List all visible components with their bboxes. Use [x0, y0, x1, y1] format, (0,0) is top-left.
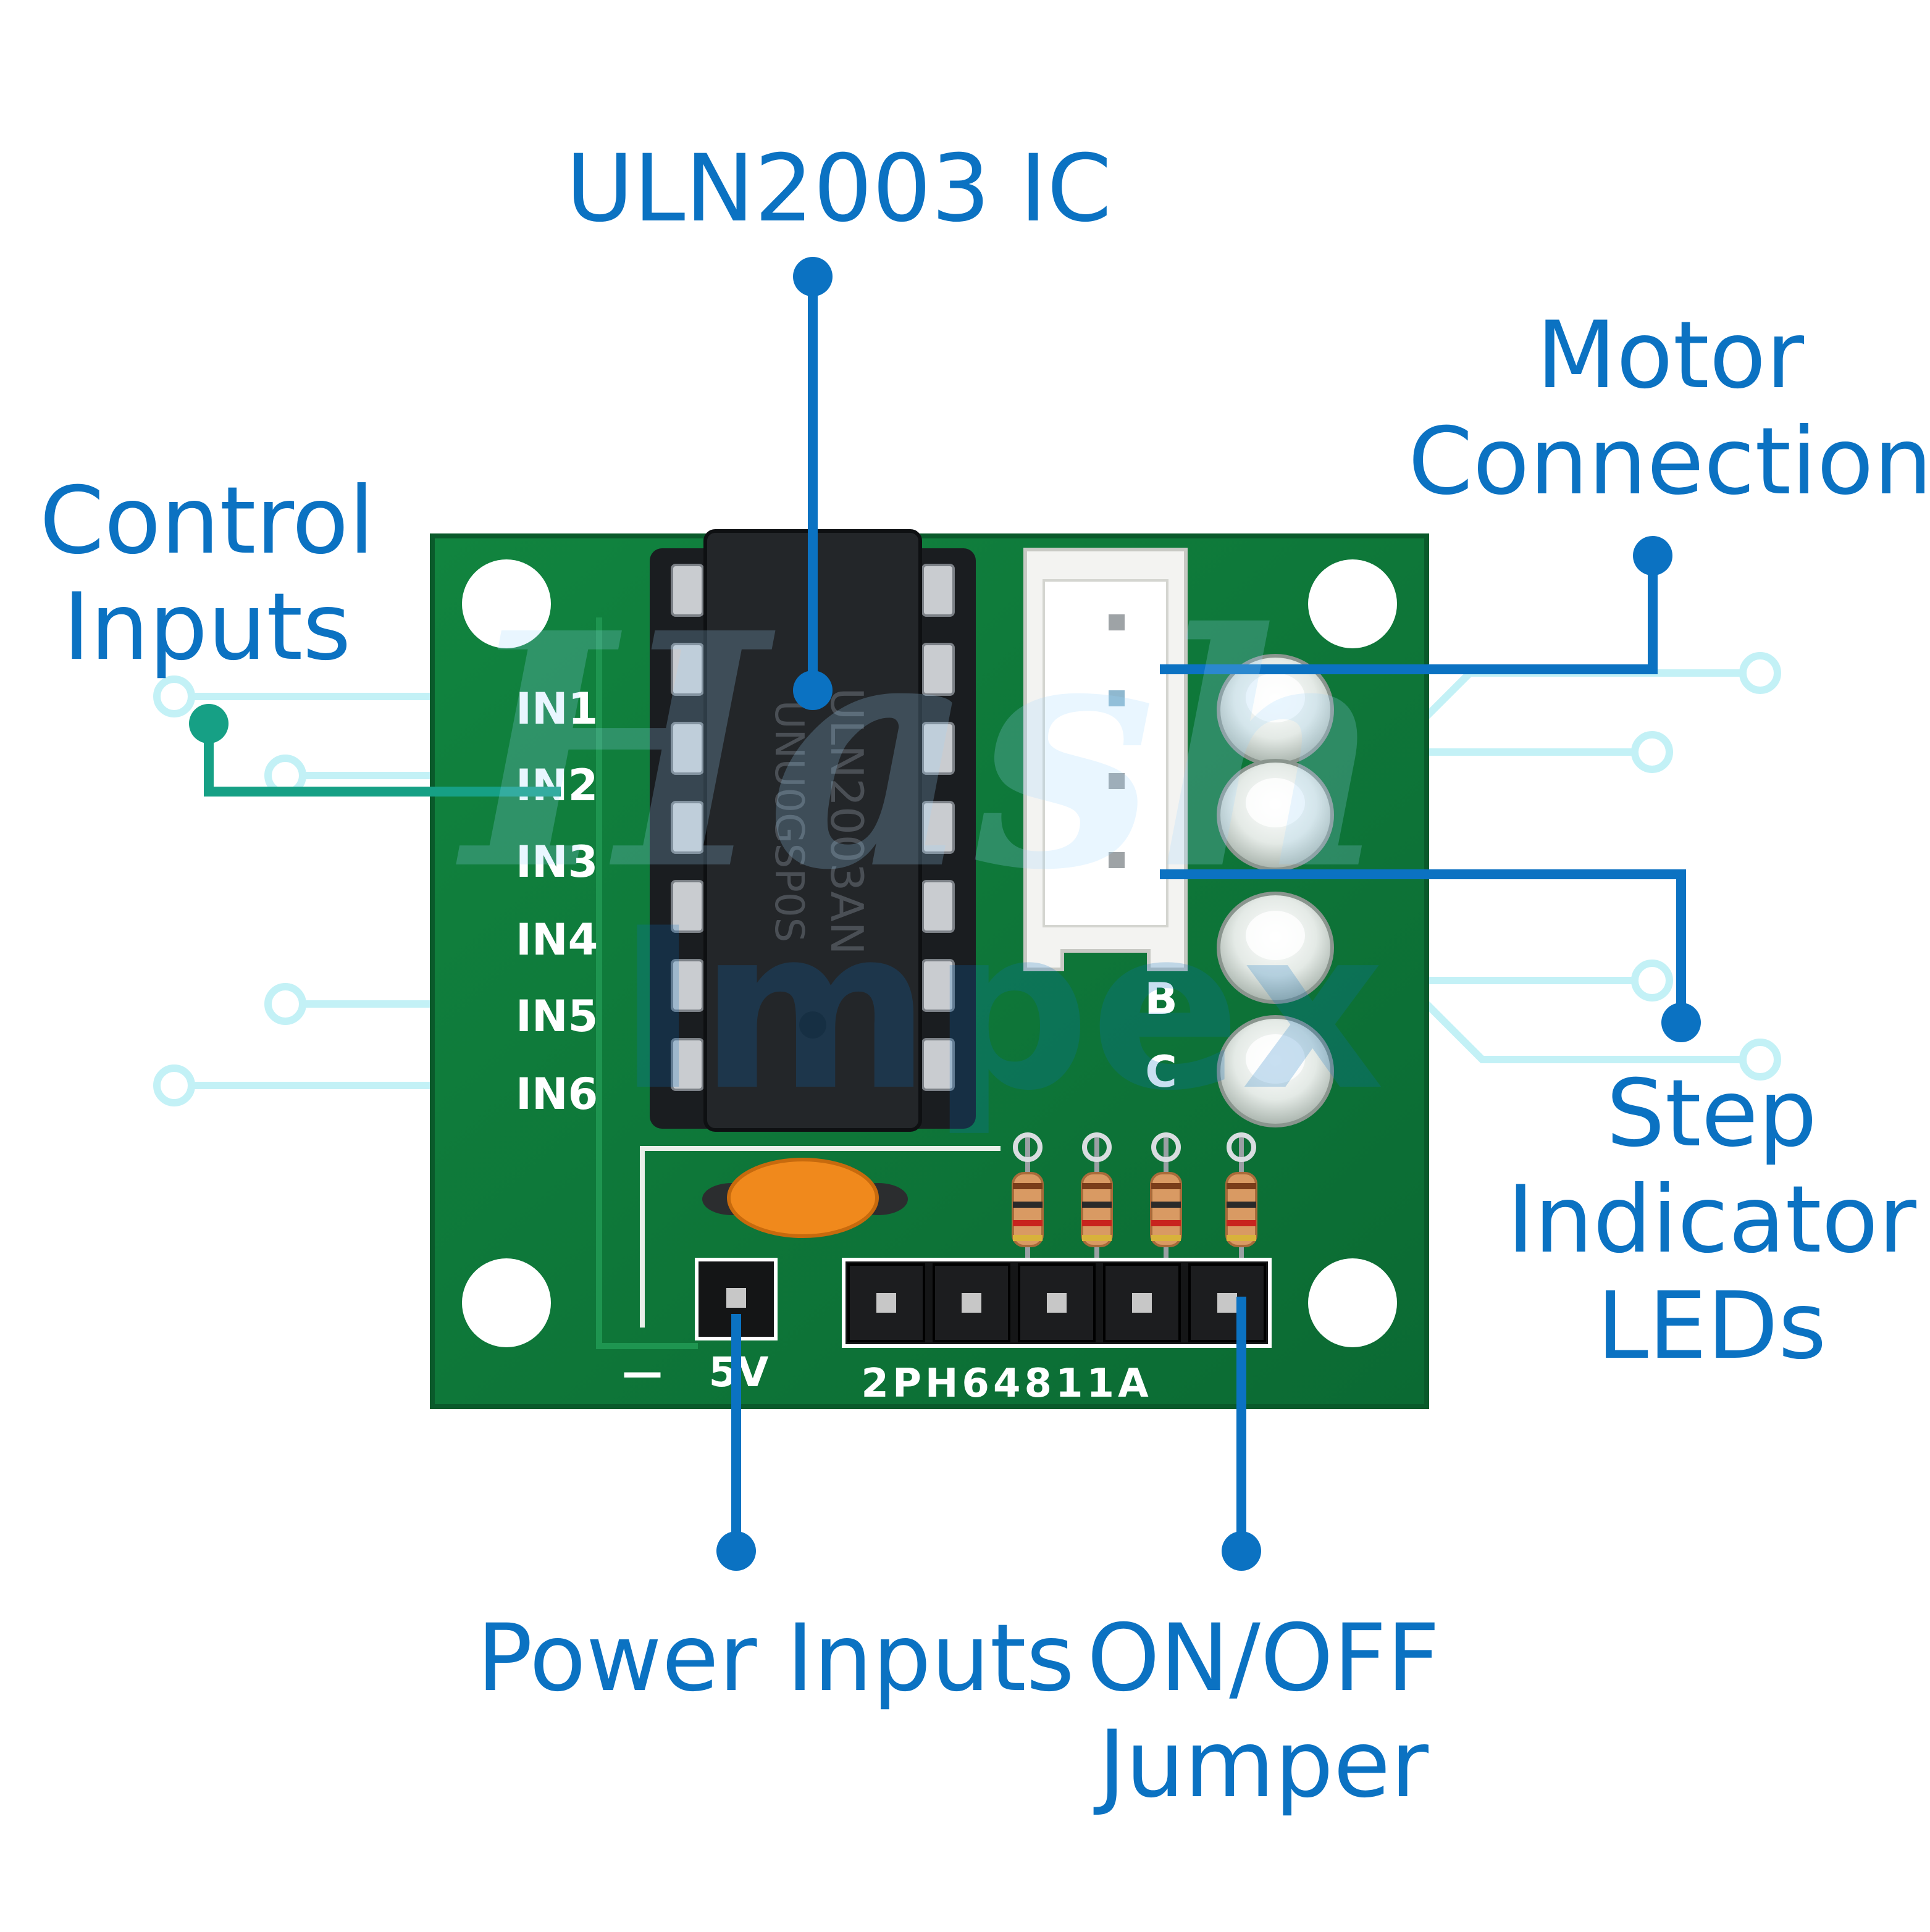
input-pin-labels: IN1 IN2 IN3 IN4 IN5 IN6	[516, 684, 598, 1119]
led-header	[842, 1258, 1272, 1348]
led-label-b: B	[1144, 974, 1177, 1024]
svg-text:Hash: Hash	[453, 563, 1389, 940]
ic-pin	[921, 1038, 955, 1091]
ic-pin	[671, 643, 704, 696]
ic-pin	[671, 880, 704, 933]
mounting-hole	[1308, 559, 1397, 648]
ic-pin	[921, 643, 955, 696]
pin-label-in3: IN3	[516, 837, 598, 887]
resistor	[1012, 1132, 1044, 1284]
ic-pin	[671, 959, 704, 1012]
ic-pin	[671, 801, 704, 854]
led-c	[1217, 892, 1334, 1004]
part-number: 2PH64811A	[861, 1361, 1152, 1407]
pin-label-in1: IN1	[516, 684, 598, 734]
led-d	[1217, 1015, 1334, 1127]
watermark-logo: Hash Impex	[453, 563, 1389, 1139]
led-label-c: C	[1145, 1047, 1177, 1097]
ic-pin	[921, 722, 955, 775]
mounting-hole	[1308, 1258, 1397, 1347]
control-inputs-pointer	[204, 724, 561, 797]
on-off-jumper-label: ON/OFF Jumper	[1087, 1605, 1440, 1818]
power-pin-minus-label: —	[622, 1349, 663, 1396]
ic-pin	[921, 959, 955, 1012]
control-inputs-dot	[189, 704, 229, 743]
pin-label-in5: IN5	[516, 991, 598, 1042]
ic-pin	[671, 1038, 704, 1091]
pin-label-in4: IN4	[516, 914, 598, 965]
motor-connector	[1023, 548, 1188, 971]
callout-pointers	[731, 277, 1686, 1551]
ic-pin	[921, 880, 955, 933]
step-leds	[1217, 654, 1334, 1127]
ic-pin	[921, 801, 955, 854]
pin-label-in6: IN6	[516, 1069, 598, 1119]
uln2003-chip: ULN2003AN UNU0GSP0S	[650, 529, 976, 1132]
control-inputs-label: Control Inputs	[40, 467, 375, 681]
power-inputs-label: Power Inputs	[477, 1605, 1075, 1712]
mounting-hole	[462, 1258, 551, 1347]
ic-pin	[671, 564, 704, 617]
led-b	[1217, 759, 1334, 871]
ic-marking-line-1: ULN2003AN	[821, 687, 873, 955]
ic-marking-line-2: UNU0GSP0S	[766, 700, 812, 942]
callout-dots	[716, 257, 1701, 1571]
uln2003-ic-label: ULN2003 IC	[566, 135, 1112, 243]
pin-label-in2: IN2	[516, 760, 598, 811]
mounting-hole	[462, 559, 551, 648]
ic-pin	[921, 564, 955, 617]
ic-pins	[671, 564, 955, 1091]
ic-pin	[671, 722, 704, 775]
svg-text:Impex: Impex	[616, 880, 1384, 1139]
capacitor	[702, 1158, 908, 1238]
motor-connection-label: Motor Connection	[1408, 302, 1930, 516]
led-a	[1217, 654, 1334, 766]
step-indicator-leds-label: Step Indicator LEDs	[1507, 1060, 1916, 1380]
resistor	[1225, 1132, 1257, 1284]
